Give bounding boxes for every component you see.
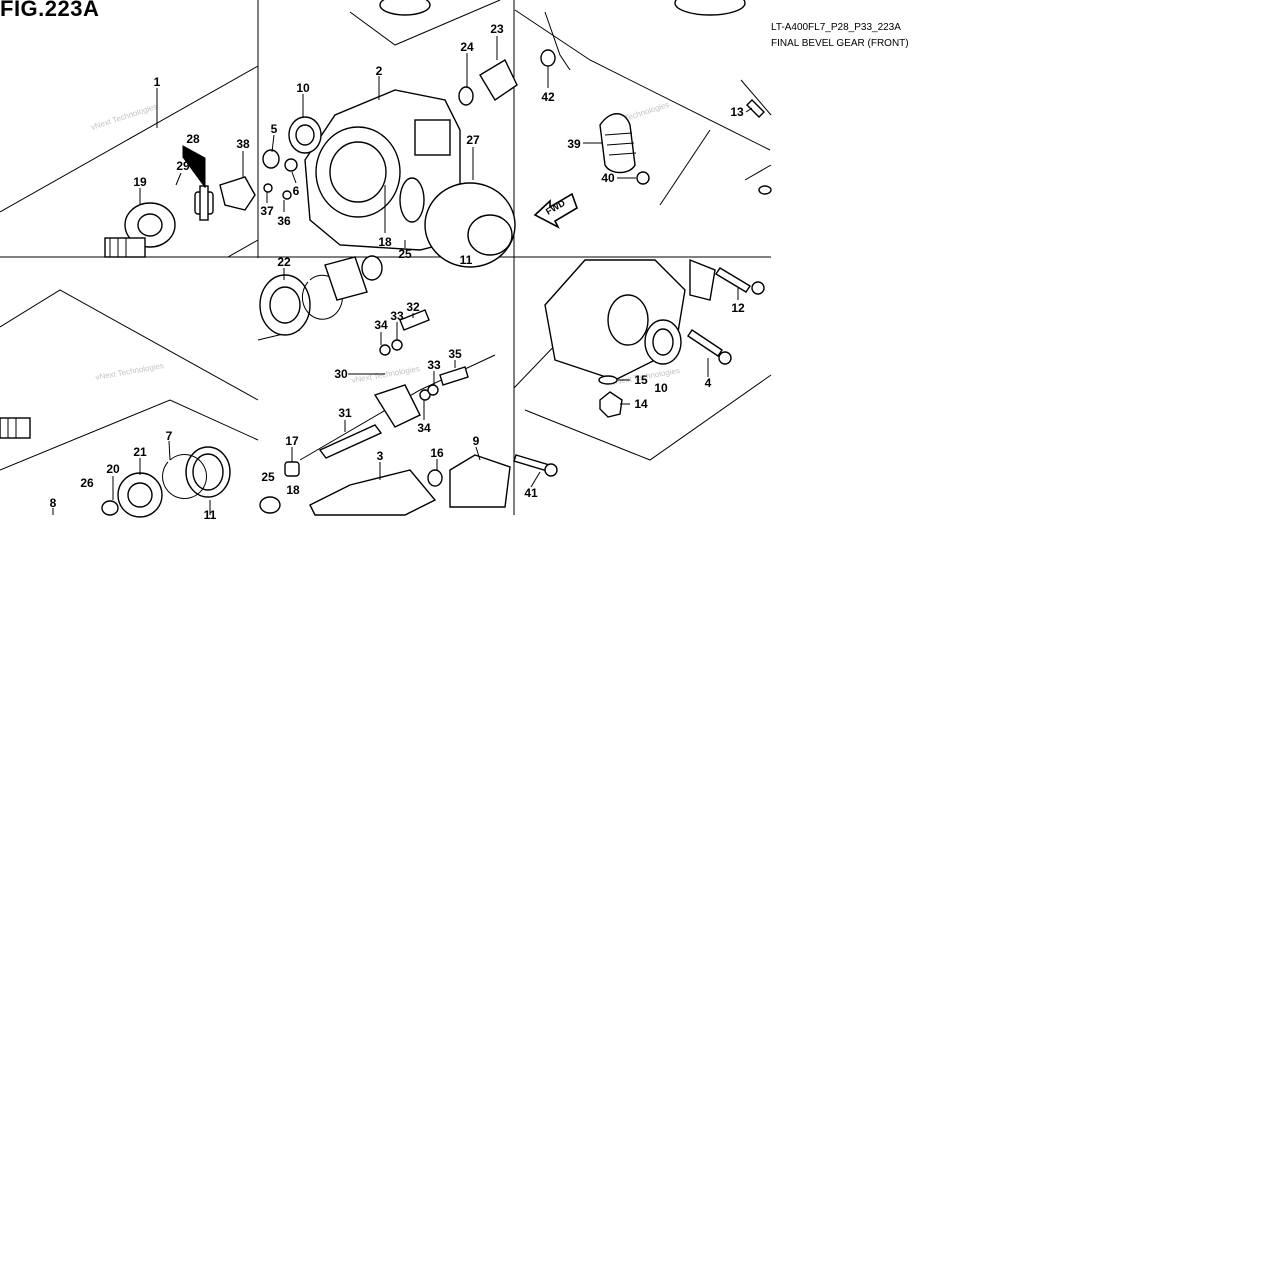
- callout-29: 29: [176, 159, 190, 173]
- callout-18b: 18: [286, 483, 300, 497]
- callout-labels: 1 2 3 4 5 6 7 8 9 10 10 11 11 12 13 14 1…: [50, 22, 745, 522]
- assembly-frames: [0, 0, 772, 471]
- callout-5: 5: [271, 122, 278, 136]
- callout-35: 35: [448, 347, 462, 361]
- callout-39: 39: [567, 137, 581, 151]
- callout-23: 23: [490, 22, 504, 36]
- callout-3: 3: [377, 449, 384, 463]
- callout-10: 10: [296, 81, 310, 95]
- callout-33b: 33: [427, 358, 441, 372]
- figure-code: LT-A400FL7_P28_P33_223A: [771, 22, 901, 33]
- callout-40: 40: [601, 171, 615, 185]
- callout-22: 22: [277, 255, 291, 269]
- callout-36: 36: [277, 214, 291, 228]
- leader-lines: [52, 36, 753, 515]
- callout-20: 20: [106, 462, 120, 476]
- callout-12: 12: [731, 301, 745, 315]
- callout-41: 41: [524, 486, 538, 500]
- fig-title: FIG.223A: [0, 0, 100, 21]
- callout-24: 24: [460, 40, 474, 54]
- callout-25b: 25: [261, 470, 275, 484]
- callout-13: 13: [730, 105, 744, 119]
- callout-27: 27: [466, 133, 480, 147]
- callout-18: 18: [378, 235, 392, 249]
- shaft-seal-assembly: [0, 417, 231, 518]
- gear-housing-top: [262, 0, 518, 268]
- callout-31: 31: [338, 406, 352, 420]
- callout-34: 34: [374, 318, 388, 332]
- callout-16: 16: [430, 446, 444, 460]
- joint-assembly: [104, 176, 273, 258]
- watermark-4: vNext Technologies: [95, 361, 165, 382]
- callout-37: 37: [260, 204, 274, 218]
- callout-34b: 34: [417, 421, 431, 435]
- watermark-5: vNext Technologies: [351, 364, 421, 385]
- fwd-arrow-icon: FWD: [533, 192, 578, 229]
- callout-2: 2: [376, 64, 383, 78]
- callout-1: 1: [154, 75, 161, 89]
- callout-30: 30: [334, 367, 348, 381]
- callout-14: 14: [634, 397, 648, 411]
- callout-28: 28: [186, 132, 200, 146]
- callout-11: 11: [204, 508, 217, 522]
- callout-38: 38: [236, 137, 250, 151]
- callout-26: 26: [80, 476, 94, 490]
- gear-housing-side: [513, 258, 765, 477]
- callout-4: 4: [705, 376, 712, 390]
- callout-7: 7: [166, 429, 173, 443]
- callout-21: 21: [133, 445, 147, 459]
- callout-6: 6: [293, 184, 300, 198]
- callout-9: 9: [473, 434, 480, 448]
- callout-8: 8: [50, 496, 57, 510]
- callout-25: 25: [398, 247, 412, 261]
- callout-33: 33: [390, 309, 404, 323]
- callout-42: 42: [541, 90, 555, 104]
- callout-32: 32: [406, 300, 420, 314]
- callout-10b: 10: [654, 381, 668, 395]
- watermark-1: vNext Technologies: [90, 102, 159, 132]
- callout-19: 19: [133, 175, 147, 189]
- shift-fork-assembly: [259, 255, 511, 516]
- callout-17: 17: [285, 434, 299, 448]
- callout-15: 15: [634, 373, 648, 387]
- figure-caption: FINAL BEVEL GEAR (FRONT): [771, 38, 909, 49]
- callout-11b: 11: [460, 253, 473, 267]
- breather-assembly: [540, 0, 772, 195]
